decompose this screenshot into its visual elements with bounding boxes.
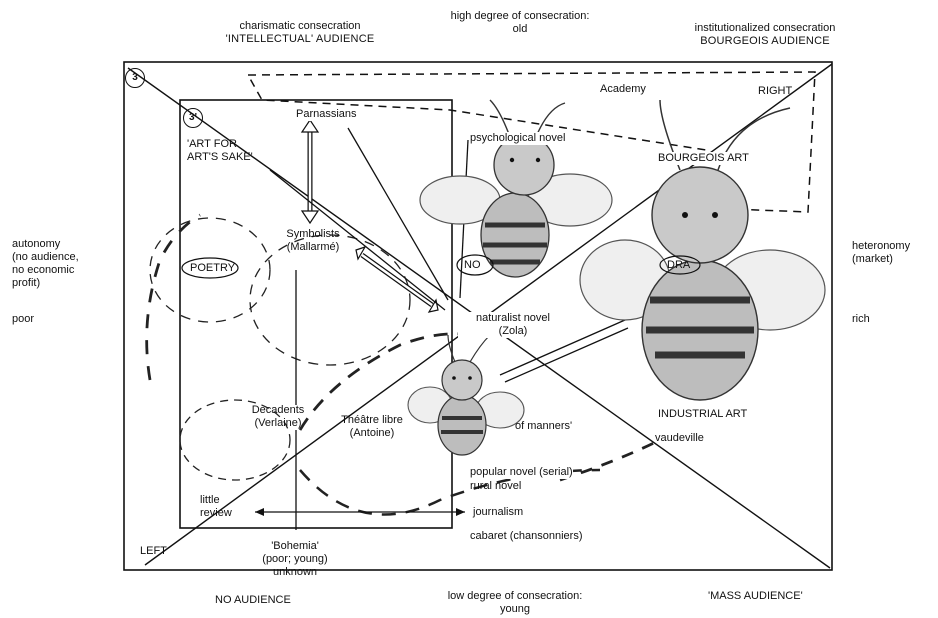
young-label: young — [410, 603, 620, 616]
autonomy-line-1: autonomy — [12, 238, 79, 251]
academy-label: Academy — [600, 83, 646, 96]
poor-label: poor — [12, 313, 34, 326]
mass-audience: 'MASS AUDIENCE' — [708, 590, 803, 603]
bohemia-line-2: (poor; young) — [245, 553, 345, 566]
autonomy-line-3: no economic — [12, 264, 79, 277]
little-review-line-1: little — [200, 494, 232, 507]
symbolists-caption: Symbolists (Mallarmé) — [268, 228, 358, 254]
bee-psychological-novel — [420, 100, 612, 277]
autonomy-line-4: profit) — [12, 277, 79, 290]
decadents-caption: Decadents (Verlaine) — [238, 404, 318, 430]
top-right-caption: institutionalized consecration BOURGEOIS… — [655, 22, 875, 48]
art-for-art-line-2: ART'S SAKE' — [187, 151, 253, 164]
charismatic-consecration: charismatic consecration — [195, 20, 405, 33]
left-label: LEFT — [140, 545, 167, 558]
theatre-line-2: (Antoine) — [330, 427, 414, 440]
vaudeville-label: vaudeville — [655, 432, 704, 445]
heteronomy-line-1: heteronomy — [852, 240, 910, 253]
right-label: RIGHT — [758, 85, 792, 98]
bottom-center-caption: low degree of consecration: young — [410, 590, 620, 616]
heteronomy-caption: heteronomy (market) — [852, 240, 910, 266]
marker-3: 3 — [125, 68, 145, 88]
journalism-label: journalism — [473, 506, 523, 519]
bourgeois-audience: BOURGEOIS AUDIENCE — [655, 35, 875, 48]
art-for-art-caption: 'ART FOR ART'S SAKE' — [187, 138, 253, 164]
poetry-label: POETRY — [190, 262, 235, 275]
heteronomy-line-2: (market) — [852, 253, 910, 266]
low-consecration: low degree of consecration: — [410, 590, 620, 603]
top-center-caption: high degree of consecration: old — [420, 10, 620, 36]
symbolists-line-2: (Mallarmé) — [268, 241, 358, 254]
inner-subfield-frame — [180, 100, 452, 528]
marker-3-prime: 3' — [183, 108, 203, 128]
psychological-novel-label: psychological novel — [470, 132, 565, 145]
art-for-art-line-1: 'ART FOR — [187, 138, 253, 151]
intellectual-audience: 'INTELLECTUAL' AUDIENCE — [195, 33, 405, 46]
autonomy-line-2: (no audience, — [12, 251, 79, 264]
top-left-caption: charismatic consecration 'INTELLECTUAL' … — [195, 20, 405, 46]
rich-label: rich — [852, 313, 870, 326]
old-label: old — [420, 23, 620, 36]
decadents-line-2: (Verlaine) — [238, 417, 318, 430]
naturalist-line-2: (Zola) — [458, 325, 568, 338]
parnassians-label: Parnassians — [296, 108, 357, 121]
no-label: NO — [464, 259, 481, 272]
symbolists-line-1: Symbolists — [268, 228, 358, 241]
no-audience: NO AUDIENCE — [215, 594, 291, 607]
popular-novel-label: popular novel (serial) — [470, 466, 573, 479]
institutionalized-consecration: institutionalized consecration — [655, 22, 875, 35]
naturalist-line-1: naturalist novel — [458, 312, 568, 325]
decadents-line-1: Decadents — [238, 404, 318, 417]
left-dashed-arc — [147, 215, 200, 380]
bee-bourgeois-art — [580, 100, 825, 400]
drama-label: DRA — [667, 259, 690, 272]
unknown-label: unknown — [245, 566, 345, 579]
bee-theatre-libre — [408, 335, 524, 455]
little-review-caption: little review — [200, 494, 232, 520]
cabaret-label: cabaret (chansonniers) — [470, 530, 583, 543]
autonomy-caption: autonomy (no audience, no economic profi… — [12, 238, 79, 290]
bohemia-caption: 'Bohemia' (poor; young) unknown — [245, 540, 345, 579]
symbolists-dashed-circle — [250, 235, 410, 365]
rural-novel-label: rural novel — [470, 480, 521, 493]
theatre-line-1: Théâtre libre — [330, 414, 414, 427]
naturalist-caption: naturalist novel (Zola) — [458, 312, 568, 338]
industrial-art-label: INDUSTRIAL ART — [658, 408, 747, 421]
theatre-caption: Théâtre libre (Antoine) — [330, 414, 414, 440]
bourgeois-art-label: BOURGEOIS ART — [658, 152, 749, 165]
little-review-line-2: review — [200, 507, 232, 520]
bohemia-line-1: 'Bohemia' — [245, 540, 345, 553]
vaudeville-dashed-arc — [560, 440, 660, 480]
high-consecration: high degree of consecration: — [420, 10, 620, 23]
of-manners-label: of manners' — [515, 420, 572, 433]
